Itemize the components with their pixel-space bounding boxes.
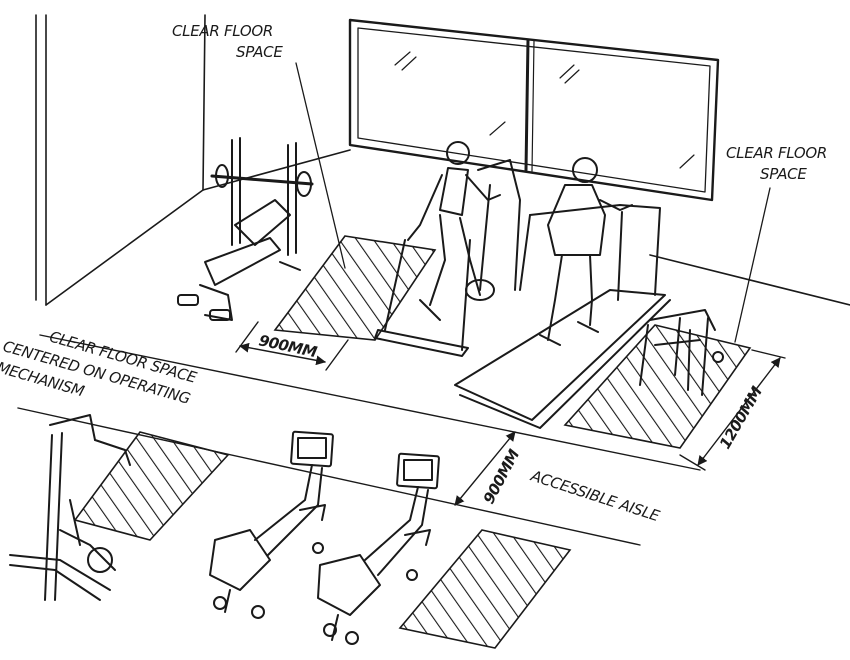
clear-floor-pad-lower-right [398, 529, 572, 649]
clear-floor-pad-upper-right [563, 324, 752, 449]
window [348, 18, 720, 202]
svg-text:900MM: 900MM [257, 331, 319, 361]
treadmill-with-user [454, 157, 671, 429]
clear-floor-pad-lower-left [73, 431, 230, 541]
svg-text:CLEAR FLOOR SPACE CENTER: CLEAR FLOOR SPACE CENTERED ON OPERATING … [0, 316, 203, 430]
dimension-label-pad-width: 900MM [257, 331, 319, 361]
elliptical-trainer-with-user [374, 141, 521, 357]
svg-text:1200MM: 1200MM [716, 383, 766, 452]
dimension-pad-depth [679, 349, 786, 471]
floor-edges [17, 334, 701, 546]
label-clear-floor-right: CLEAR FLOOR SPACE [726, 144, 832, 183]
label-clear-floor-centered: CLEAR FLOOR SPACE CENTERED ON OPERATING … [0, 316, 203, 430]
svg-text:ACCESSIBLE AISLE: ACCESSIBLE AISLE [528, 466, 663, 525]
svg-text:900MM: 900MM [480, 446, 524, 507]
label-clear-floor-top: CLEAR FLOOR SPACE [172, 22, 283, 61]
weight-bench [177, 137, 314, 321]
label-accessible-aisle: ACCESSIBLE AISLE [528, 466, 663, 525]
dimension-aisle-width [454, 431, 516, 506]
clear-floor-pad-upper-left [273, 235, 437, 341]
rowing-machine-right [317, 452, 440, 645]
cable-machine [9, 414, 131, 601]
dimension-label-aisle-width: 900MM [480, 446, 524, 507]
rowing-machine-left [209, 430, 334, 619]
leader-lines [295, 62, 771, 343]
dimension-pad-width [235, 321, 349, 371]
dimension-label-pad-depth: 1200MM [716, 383, 766, 452]
